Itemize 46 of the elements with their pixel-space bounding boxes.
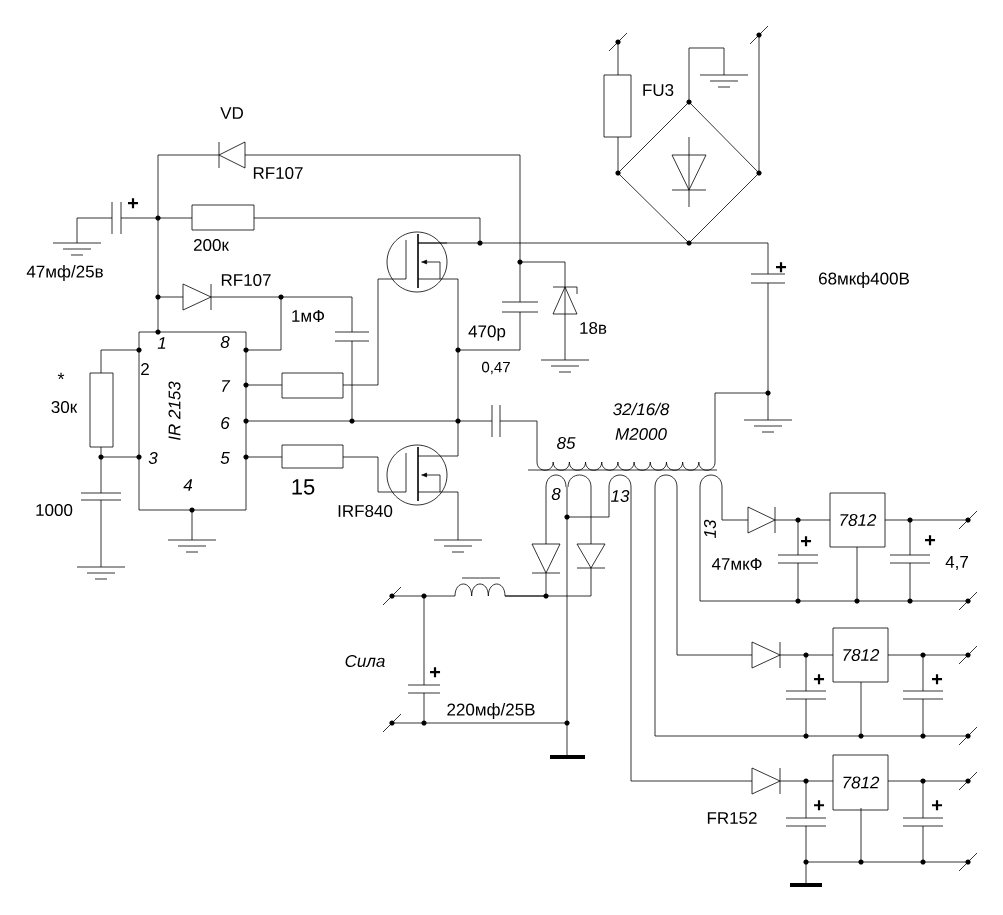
- polarity-mark: +: [776, 262, 787, 273]
- component-label: 15: [292, 479, 315, 495]
- component-label: IRF840: [338, 505, 393, 518]
- polarity-mark: +: [430, 667, 441, 678]
- polarity-mark: +: [801, 536, 812, 547]
- pin-number: 6: [221, 417, 230, 430]
- component-label: 200к: [193, 239, 229, 252]
- polarity-mark: +: [932, 674, 943, 685]
- component-label: 47мф/25в: [26, 265, 103, 281]
- marking-symbol: *: [57, 372, 65, 380]
- component-label: 47мкФ: [711, 558, 762, 570]
- pin-number: 7: [222, 380, 231, 392]
- component-label: 4,7: [945, 556, 968, 570]
- component-label: 13: [704, 519, 717, 538]
- component-label: 13: [611, 490, 630, 503]
- component-label: 32/16/8: [613, 402, 670, 416]
- component-label: Сила: [345, 655, 385, 668]
- component-label: 1мФ: [292, 310, 325, 322]
- regulator-box: 7812: [832, 754, 889, 811]
- component-label: FR152: [707, 812, 757, 825]
- component-label: RF107: [221, 274, 271, 287]
- component-label: 30к: [51, 401, 78, 414]
- component-label: 18в: [580, 322, 607, 335]
- polarity-mark: +: [925, 535, 936, 546]
- polarity-mark: +: [128, 198, 139, 209]
- component-label: RF107: [253, 167, 303, 180]
- component-label: 68мкф400В: [819, 272, 909, 288]
- polarity-mark: +: [932, 800, 943, 811]
- component-label: VD: [220, 107, 243, 119]
- pin-number: 2: [141, 363, 149, 375]
- polarity-mark: +: [814, 674, 825, 685]
- component-label: 0,47: [482, 361, 510, 375]
- pin-number: 1: [157, 337, 166, 349]
- component-label: 1000: [36, 504, 73, 517]
- component-label: 470р: [468, 325, 506, 341]
- component-label: FU3: [643, 84, 674, 96]
- component-label: 8: [551, 488, 561, 501]
- pin-number: 5: [220, 452, 230, 464]
- component-label: М2000: [615, 428, 667, 441]
- component-label: 85: [557, 437, 576, 450]
- regulator-box: 7812: [829, 492, 886, 548]
- pin-number: 3: [148, 452, 158, 465]
- pin-number: 8: [220, 336, 230, 348]
- component-label: 220мф/25В: [447, 703, 535, 719]
- pin-number: 4: [183, 479, 193, 491]
- regulator-box: 7812: [832, 627, 889, 683]
